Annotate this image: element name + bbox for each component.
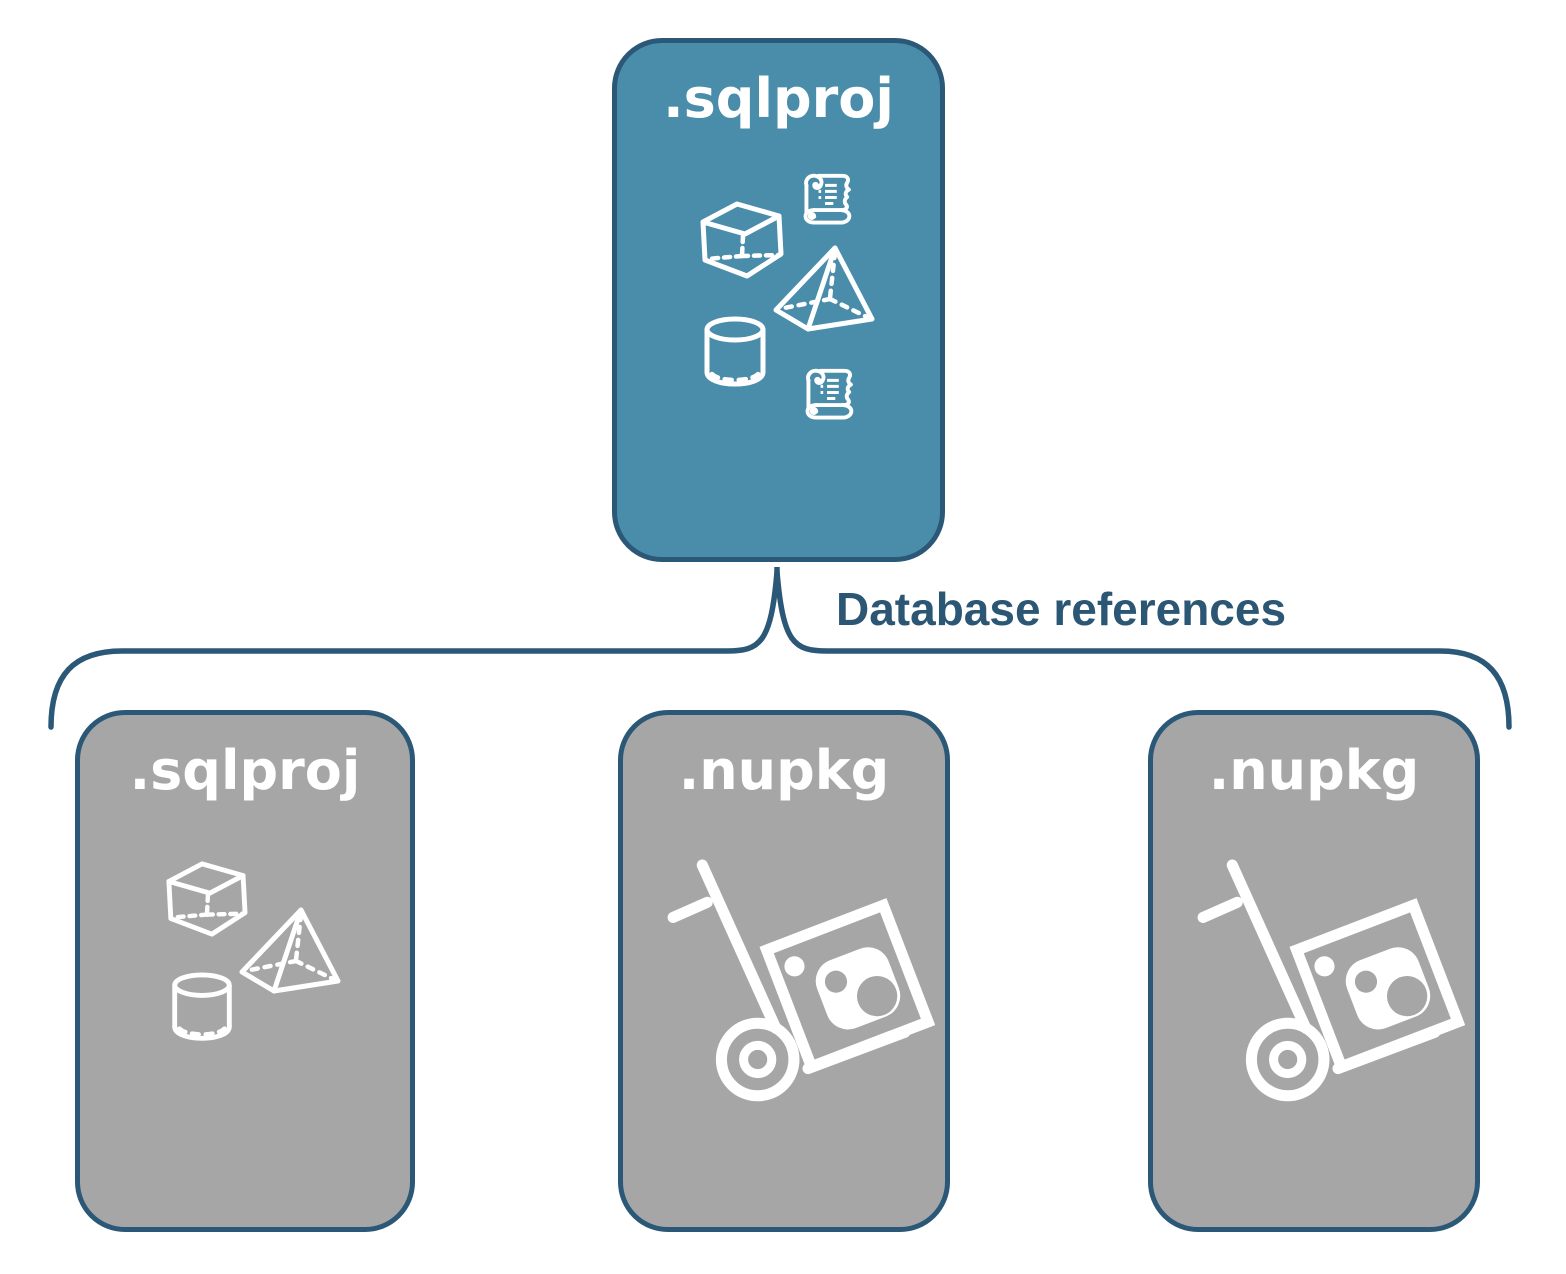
card-title: .sqlproj [663, 67, 894, 130]
card-title: .sqlproj [129, 739, 361, 802]
nupkg-child-card: .nupkg [618, 710, 950, 1232]
cylinder-icon [701, 315, 769, 395]
cube-icon [161, 858, 249, 940]
pyramid-icon [238, 905, 342, 995]
sqlproj-child-card: .sqlproj [75, 710, 415, 1232]
card-title: .nupkg [1208, 739, 1420, 802]
script-scroll-icon [797, 363, 871, 428]
pyramid-icon [772, 243, 876, 333]
nuget-package-dolly-icon [665, 855, 937, 1127]
database-references-label: Database references [836, 583, 1287, 635]
card-title: .nupkg [678, 739, 890, 802]
cylinder-icon [168, 971, 236, 1049]
nuget-package-dolly-icon [1195, 855, 1467, 1127]
script-scroll-icon [795, 168, 869, 233]
nupkg-child-card: .nupkg [1148, 710, 1480, 1232]
sqlproj-parent-card: .sqlproj [612, 38, 945, 562]
